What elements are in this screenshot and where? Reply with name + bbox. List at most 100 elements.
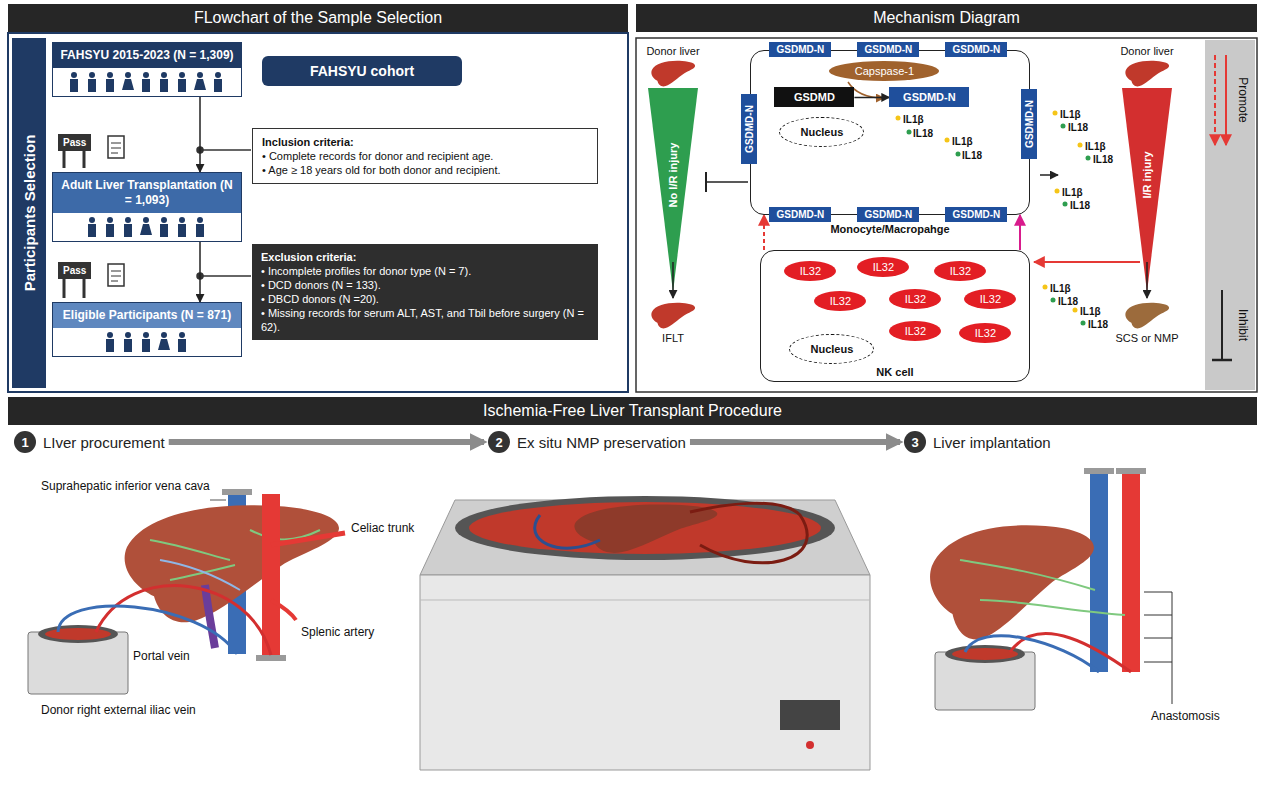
node-text: Adult Liver Transplantation (N = 1,093) (53, 173, 241, 213)
cytokine-label: IL18 (1068, 121, 1088, 134)
person-head (125, 72, 131, 78)
procurement-illustration (150, 530, 320, 580)
cytokine-label: IL1β (1080, 305, 1101, 318)
perfusion-machine (806, 741, 814, 749)
step-number: 1 (14, 431, 36, 453)
pore-protein: GSDMD-N (945, 207, 1007, 222)
people-icons (53, 213, 241, 241)
pore-protein: GSDMD-N (1021, 89, 1037, 159)
cohort-box: FAHSYU cohort (262, 56, 462, 86)
pass-sign (108, 136, 124, 158)
annotation: No I/R injury (667, 143, 680, 208)
person-body (124, 224, 132, 237)
cytokine-dot (1061, 124, 1066, 129)
cytokine-ellipse: IL32 (814, 291, 866, 311)
implantation-illustration (965, 636, 1099, 672)
injury-gradient (672, 262, 674, 298)
nucleus-ellipse: Nucleus (779, 117, 864, 147)
cytokine-label: IL18 (1070, 199, 1090, 212)
person-body (214, 79, 222, 92)
pore-protein: GSDMD-N (769, 42, 831, 57)
person-icon (178, 72, 186, 92)
implantation-illustration (1090, 472, 1108, 672)
implantation-illustration (952, 648, 1018, 660)
procurement-illustration (38, 625, 118, 643)
node-text: • DBCD donors (N =20). (261, 292, 589, 306)
perfusion-machine (420, 575, 870, 770)
implantation-illustration (1144, 662, 1172, 663)
procurement-illustration (45, 628, 111, 640)
pore-protein: GSDMD-N (857, 207, 919, 222)
node-text: IL32 (800, 265, 821, 277)
cytokine-dot (1078, 143, 1083, 148)
person-head (125, 217, 131, 223)
legend-text: Inhibit (1236, 309, 1250, 341)
anatomy-label: Suprahepatic inferior vena cava (40, 480, 211, 493)
annotation: Donor liver (1120, 45, 1173, 58)
injury-gradient (1125, 61, 1169, 87)
person-head (197, 217, 203, 223)
connector (690, 439, 900, 445)
person-head (107, 332, 113, 338)
person-head (143, 217, 149, 223)
panel-frame (8, 33, 628, 392)
cytokine-ellipse: IL32 (959, 323, 1011, 343)
procurement-illustration (271, 600, 296, 620)
person-body (106, 224, 114, 237)
person-body (178, 79, 186, 92)
node-text: IL32 (830, 295, 851, 307)
cytokine-label: IL1β (1060, 108, 1081, 121)
cytokine-label: IL18 (913, 127, 933, 140)
cytokine-dot (1073, 308, 1078, 313)
cytokine-ellipse: IL32 (889, 321, 941, 341)
legend-sample (1212, 359, 1232, 362)
node-text: Liver implantation (933, 434, 1051, 451)
section-header: Ischemia-Free Liver Transplant Procedure (8, 397, 1257, 425)
procurement-illustration (205, 585, 215, 648)
person-head (215, 72, 221, 78)
person-head (179, 332, 185, 338)
macrophage-cell: Monocyte/MacropahgeGSDMD-NGSDMD-NGSDMD-N… (750, 50, 1030, 215)
cytokine-label: IL18 (962, 149, 982, 162)
flow-box: Adult Liver Transplantation (N = 1,093) (52, 172, 242, 242)
person-icon (106, 72, 114, 92)
person-head (89, 72, 95, 78)
pore-protein: GSDMD-N (769, 207, 831, 222)
node-text: IL32 (975, 327, 996, 339)
signal-arrow (1040, 174, 1058, 176)
perfusion-machine (780, 700, 840, 730)
anatomy-label: Donor right external iliac vein (40, 704, 197, 717)
person-head (71, 72, 77, 78)
nk-cell: NK cellIL32IL32IL32IL32IL32IL32IL32IL32N… (760, 250, 1030, 382)
person-head (89, 217, 95, 223)
pore-protein: GSDMD-N (741, 94, 757, 164)
node-text: • Missing records for serum ALT, AST, an… (261, 306, 589, 334)
person-icon (142, 332, 150, 352)
panel-frame (636, 38, 1257, 392)
cytokine-dot (945, 138, 950, 143)
signal-arrow (706, 181, 748, 183)
cytokine-label: IL18 (1088, 318, 1108, 331)
person-icon (106, 217, 114, 237)
person-head (143, 332, 149, 338)
annotation: Pass (58, 134, 91, 151)
connector (199, 97, 201, 172)
injury-gradient (648, 88, 698, 292)
node-text: Exclusion criteria: (261, 250, 589, 264)
annotation: Donor liver (646, 45, 699, 58)
cytokine-dot (1051, 298, 1056, 303)
protein-box: GSDMD (774, 87, 854, 107)
node-text: GSDMD-N (777, 209, 825, 220)
injury-gradient (651, 303, 695, 329)
pass-sign (108, 264, 124, 286)
node-text: Mechanism Diagram (873, 9, 1020, 27)
node-text: • Complete records for donor and recipie… (262, 149, 588, 163)
criteria-leader (200, 149, 251, 151)
procedure-step: 1LIver procurement (14, 431, 165, 453)
flow-box: Eligible Participants (N = 871) (52, 302, 242, 357)
person-body (160, 224, 168, 237)
pore-protein: GSDMD-N (945, 42, 1007, 57)
pore-protein: GSDMD-N (857, 42, 919, 57)
cytokine-label: IL1β (952, 135, 973, 148)
node-text: GSDMD-N (777, 44, 825, 55)
